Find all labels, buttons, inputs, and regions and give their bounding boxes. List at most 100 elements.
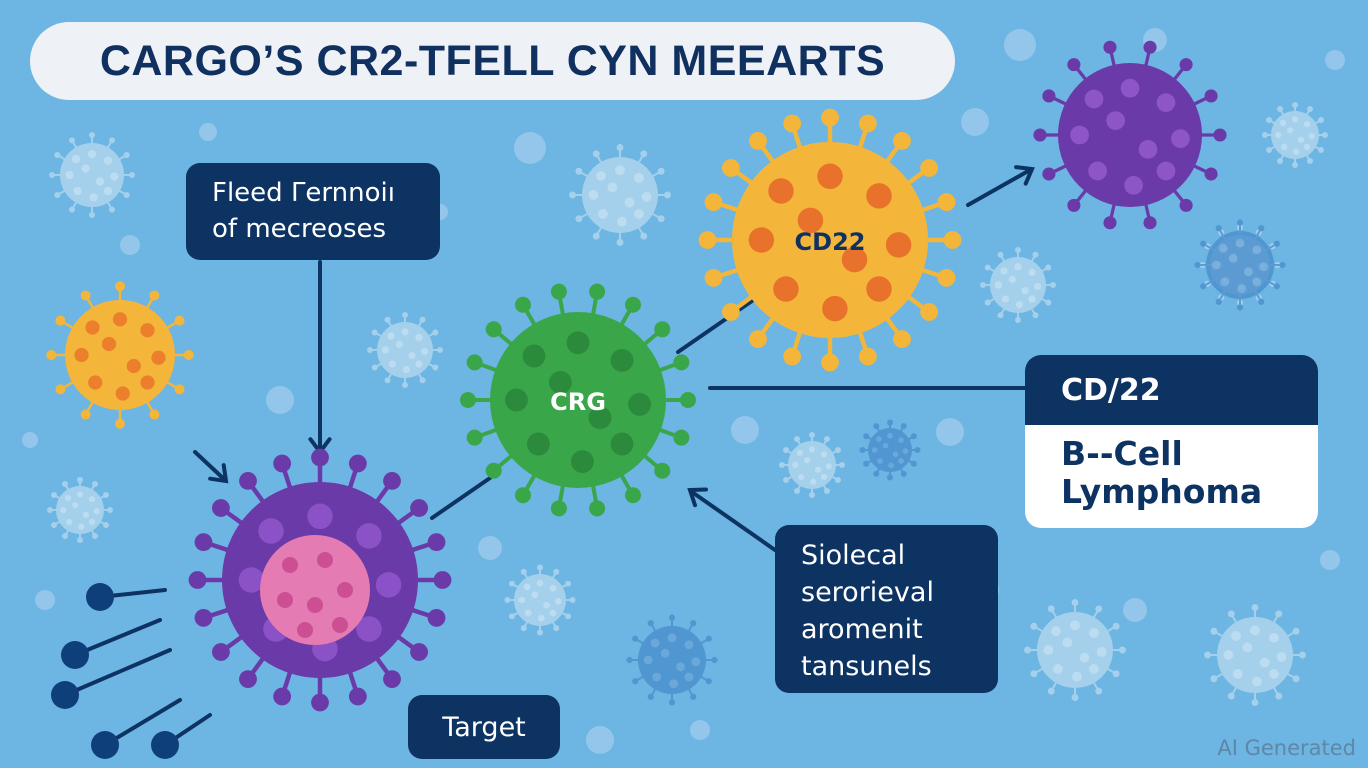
virus-spike-tip [858,347,877,366]
virus-spot [151,350,166,365]
virus-spike-tip [109,206,115,213]
virus-spike-tip [89,132,95,138]
virus-spike-tip [863,433,870,440]
virus-spike-tip [657,167,665,175]
virus-spot [1015,300,1024,309]
virus-spot [112,312,128,327]
virus-spike-tip [592,150,600,158]
virus-spot [650,638,660,648]
virus-spike-tip [311,693,329,712]
virus-spike-tip [690,693,697,700]
virus-spike-tip [569,191,576,199]
virus-spike-tip [640,232,648,240]
virus-spike-tip [711,656,718,664]
virus-spike-tip [783,477,790,483]
virus-spike-tip [49,172,55,178]
bubble [936,418,964,446]
virus-spot [1293,148,1300,155]
virus-spike-tip [824,487,830,494]
virus-spike-tip [51,522,58,528]
virus-spike-tip [647,693,654,700]
virus-spike-tip [508,580,515,587]
virus-spot [773,276,799,302]
virus-spike-tip [589,283,606,300]
virus-spot [1244,267,1253,277]
virus-spike-tip [943,231,962,249]
virus-spike-tip [809,432,815,438]
virus-spot [768,178,794,204]
virus-spike-tip [1179,198,1193,212]
virus-spike-tip [485,462,502,479]
virus-spike-tip [77,537,83,543]
virus-spike-tip [371,364,378,371]
virus-spike-tip [1194,261,1201,269]
virus-spike-tip [640,150,648,158]
virus-spot [60,506,67,514]
virus-spot [89,193,98,202]
virus-spot [817,163,843,190]
virus-spot [387,332,395,340]
background-virus-dark [1194,219,1286,311]
virus-spike-tip [92,481,98,488]
virus-spike-tip [188,571,207,589]
virus-spike-tip [887,474,893,481]
background-virus-dark [859,419,921,481]
virus-spike-tip [1266,147,1273,153]
virus-spot [643,655,653,665]
virus-spot [748,227,775,253]
virus-spot [866,183,892,209]
virus-spot [258,518,284,544]
virus-spot [420,347,429,356]
virus-spike-tip [129,172,135,178]
virus-spot [822,295,848,322]
virus-spot [81,164,90,173]
bubble [731,416,759,444]
virus-spike-tip [149,409,160,420]
virus-spot [634,209,644,219]
virus-spike-tip [668,614,676,621]
antibody-head [61,641,89,669]
watermark: AI Generated [1217,736,1356,760]
virus-spot [1070,125,1089,145]
virus-spot [610,348,634,372]
virus-spike-tip [102,522,109,528]
virus-spot [1079,652,1090,663]
virus-spike-tip [910,433,917,440]
virus-spike-tip [520,568,527,575]
virus-spot [518,596,526,604]
virus-spike-tip [1200,240,1207,247]
virus-spot [1232,669,1243,679]
virus-spike-tip [1210,675,1218,683]
callout-line: aromenit [801,614,923,645]
virus-spot [1251,676,1262,687]
bubble [1123,598,1147,622]
virus-spike-tip [783,447,790,453]
virus-spike-tip [1275,692,1283,700]
virus-spike-tip [1030,670,1038,678]
virus-spike-tip [1071,599,1079,606]
bubble [1320,550,1340,570]
antibody-head [51,681,79,709]
virus-spike-tip [565,613,572,620]
virus-spot [140,375,155,390]
virus-spot [1138,140,1158,159]
virus-spot [588,406,612,430]
virus-spot [882,442,889,449]
virus-spot [1279,119,1287,127]
virus-spike-tip [1258,298,1265,305]
virus-spike-tip [1047,605,1055,613]
virus-spike-tip [437,347,443,353]
virus-spike-tip [1213,128,1227,142]
virus-spot [1275,131,1282,139]
virus-spot [1070,620,1080,631]
virus-spot [415,360,423,368]
virus-spike-tip [460,392,476,408]
virus-spot [401,328,409,336]
virus-spike-tip [47,507,53,513]
virus-spot [1021,286,1029,295]
virus-spot [1303,143,1311,151]
virus-spot [570,450,594,474]
virus-spike-tip [657,215,665,223]
virus-spike-tip [749,131,767,150]
virus-spot [238,567,265,593]
